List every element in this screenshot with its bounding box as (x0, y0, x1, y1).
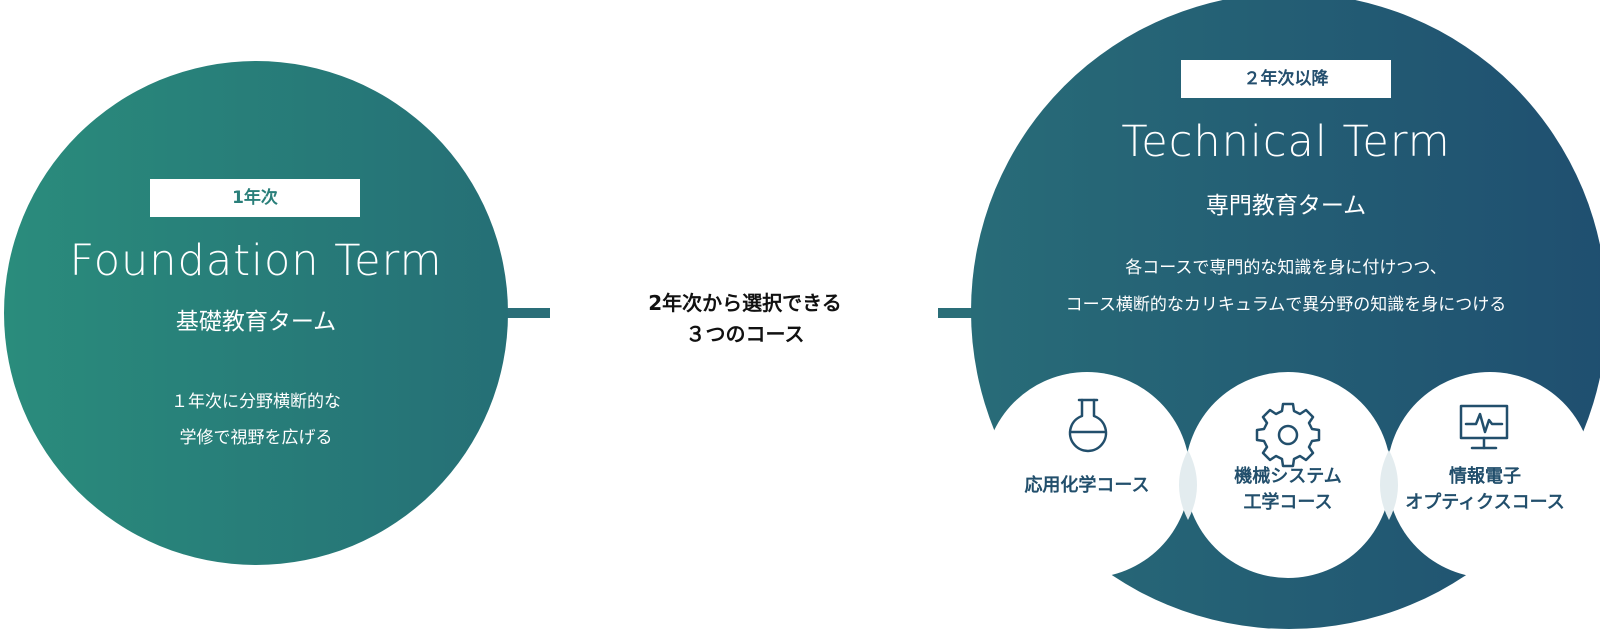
foundation-term-circle (4, 61, 508, 565)
foundation-year-badge: 1年次 (150, 179, 360, 217)
foundation-term-title: Foundation Term (69, 236, 443, 286)
gear-icon (1255, 402, 1321, 468)
foundation-description-line1: １年次に分野横断的な (171, 392, 341, 412)
course-circle-mechanical (1185, 372, 1391, 578)
foundation-term-subtitle: 基礎教育ターム (175, 309, 337, 335)
course-circle-chemistry (984, 372, 1190, 578)
flask-icon (1068, 398, 1108, 453)
technical-year-badge: ２年次以降 (1181, 60, 1391, 98)
course-circle-optics (1387, 372, 1593, 578)
course-label-mechanical-line2: 工学コース (1243, 492, 1333, 513)
course-label-chemistry: 応用化学コース (1024, 475, 1150, 496)
connector-caption-line2: ３つのコース (685, 322, 805, 346)
monitor-icon (1459, 404, 1509, 450)
connector-caption-line1: 2年次から選択できる (648, 291, 842, 315)
foundation-description-line2: 学修で視野を広げる (179, 428, 333, 448)
course-label-mechanical-line1: 機械システム (1234, 466, 1342, 487)
technical-description-line2: コース横断的なカリキュラムで異分野の知識を身につける (1065, 295, 1507, 315)
technical-description-line1: 各コースで専門的な知識を身に付けつつ、 (1125, 258, 1447, 278)
connector-line-left (498, 308, 550, 318)
overlap-lens-left (1179, 450, 1197, 520)
overlap-lens-right (1380, 450, 1398, 520)
course-label-optics-line1: 情報電子 (1449, 466, 1521, 487)
connector-line-right (938, 308, 998, 318)
course-label-optics-line2: オプティクスコース (1405, 492, 1565, 513)
technical-term-title: Technical Term (1121, 117, 1451, 167)
technical-term-subtitle: 専門教育ターム (1205, 193, 1367, 219)
